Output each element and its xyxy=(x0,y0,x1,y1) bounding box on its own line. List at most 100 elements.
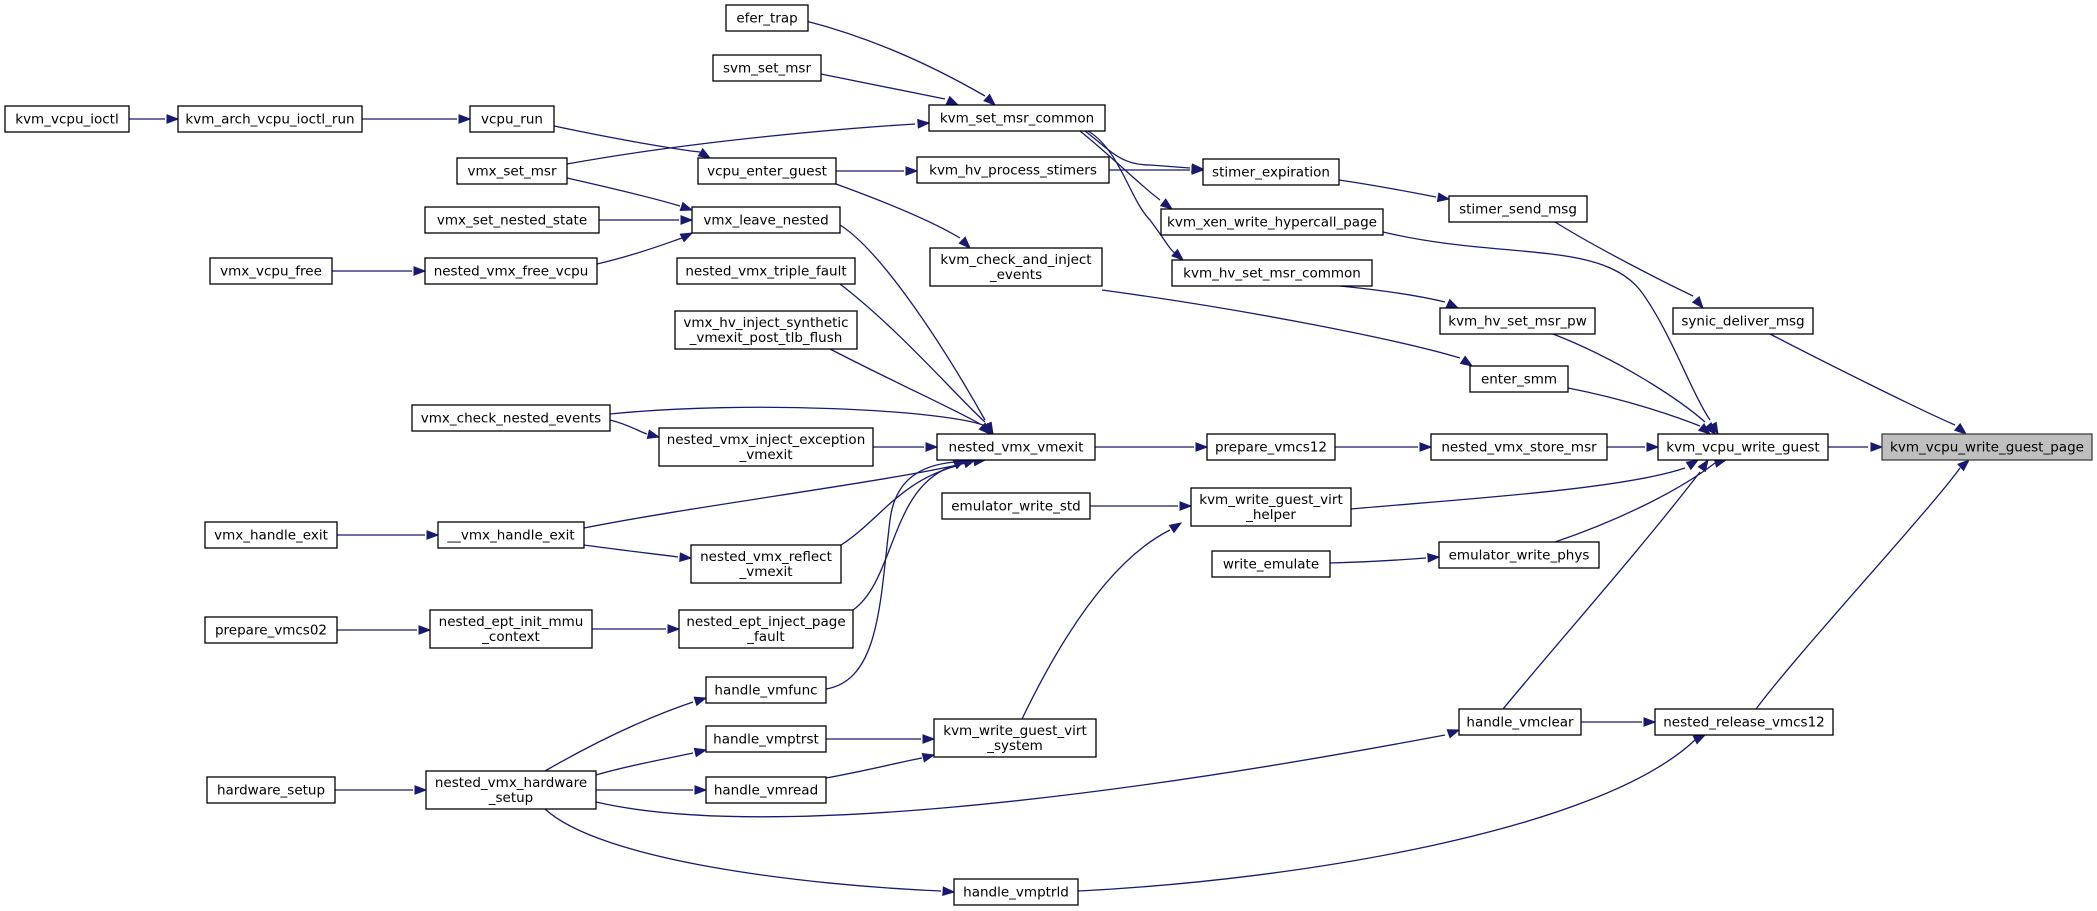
node-kvm_hv_set_msr_pw[interactable]: kvm_hv_set_msr_pw xyxy=(1439,307,1596,335)
node-emulator_write_phys[interactable]: emulator_write_phys xyxy=(1438,541,1600,569)
node-handle_vmptrld[interactable]: handle_vmptrld xyxy=(953,878,1079,906)
node-label: kvm_arch_vcpu_ioctl_run xyxy=(185,112,354,128)
node-__vmx_handle_exit[interactable]: __vmx_handle_exit xyxy=(437,521,585,549)
node-label: nested_vmx_store_msr xyxy=(1441,440,1597,456)
node-nested_vmx_inject_exception_vmexit[interactable]: nested_vmx_inject_exception_vmexit xyxy=(658,427,874,467)
node-write_emulate[interactable]: write_emulate xyxy=(1211,550,1331,578)
edge-line xyxy=(595,752,694,776)
edge-line xyxy=(1079,130,1161,201)
arrowhead-icon xyxy=(917,118,931,129)
node-box xyxy=(691,206,841,234)
node-box xyxy=(725,4,809,32)
arrowhead-icon xyxy=(942,886,956,897)
node-handle_vmptrst[interactable]: handle_vmptrst xyxy=(705,725,827,753)
node-vmx_handle_exit[interactable]: vmx_handle_exit xyxy=(204,521,338,549)
node-hardware_setup[interactable]: hardware_setup xyxy=(206,776,336,804)
node-prepare_vmcs02[interactable]: prepare_vmcs02 xyxy=(204,616,338,644)
node-label: stimer_expiration xyxy=(1212,165,1330,181)
node-stimer_send_msg[interactable]: stimer_send_msg xyxy=(1448,195,1588,223)
node-box xyxy=(1654,708,1834,736)
node-kvm_write_guest_virt_system[interactable]: kvm_write_guest_virt_system xyxy=(933,718,1097,758)
node-kvm_vcpu_write_guest_page[interactable]: kvm_vcpu_write_guest_page xyxy=(1881,433,2093,461)
node-vmx_check_nested_events[interactable]: vmx_check_nested_events xyxy=(411,404,611,432)
edge-line xyxy=(829,348,981,425)
node-kvm_hv_set_msr_common[interactable]: kvm_hv_set_msr_common xyxy=(1171,259,1373,287)
edge-nested_vmx_hardware_setup-to-handle_vmptrld xyxy=(544,808,956,897)
node-stimer_expiration[interactable]: stimer_expiration xyxy=(1202,158,1340,186)
node-label: nested_ept_init_mmu xyxy=(439,614,584,630)
edge-kvm_set_msr_common-to-kvm_hv_set_msr_common xyxy=(1087,130,1185,261)
node-efer_trap[interactable]: efer_trap xyxy=(725,4,809,32)
node-handle_vmfunc[interactable]: handle_vmfunc xyxy=(705,676,827,704)
node-nested_vmx_free_vcpu[interactable]: nested_vmx_free_vcpu xyxy=(424,257,598,285)
edge-line xyxy=(820,73,946,100)
edge-line xyxy=(1338,179,1437,198)
node-nested_ept_init_mmu_context[interactable]: nested_ept_init_mmu_context xyxy=(429,609,593,649)
edge-stimer_expiration-to-stimer_send_msg xyxy=(1338,179,1451,203)
edge-vcpu_enter_guest-to-kvm_hv_process_stimers xyxy=(836,166,919,176)
node-nested_vmx_vmexit[interactable]: nested_vmx_vmexit xyxy=(936,433,1096,461)
edge-kvm_hv_set_msr_common-to-kvm_hv_set_msr_pw xyxy=(1339,285,1460,309)
node-box xyxy=(658,427,874,467)
edge-line xyxy=(553,125,701,153)
edge-kvm_vcpu_ioctl-to-kvm_arch_vcpu_ioctl_run xyxy=(129,114,180,124)
arrowhead-icon xyxy=(922,734,936,744)
arrowhead-icon xyxy=(1685,459,1700,471)
arrowhead-icon xyxy=(1870,442,1884,452)
node-label: kvm_vcpu_write_guest xyxy=(1666,440,1819,456)
edge-line xyxy=(566,123,916,165)
node-nested_release_vmcs12[interactable]: nested_release_vmcs12 xyxy=(1654,708,1834,736)
node-kvm_hv_process_stimers[interactable]: kvm_hv_process_stimers xyxy=(916,156,1110,184)
node-vmx_hv_inject_synthetic[interactable]: vmx_hv_inject_synthetic_vmexit_post_tlb_… xyxy=(674,310,858,350)
node-kvm_xen_write_hypercall_page[interactable]: kvm_xen_write_hypercall_page xyxy=(1160,208,1384,236)
node-vmx_vcpu_free[interactable]: vmx_vcpu_free xyxy=(209,257,333,285)
node-nested_ept_inject_page_fault[interactable]: nested_ept_inject_page_fault xyxy=(678,609,854,649)
node-prepare_vmcs12[interactable]: prepare_vmcs12 xyxy=(1206,433,1336,461)
node-label: kvm_check_and_inject xyxy=(940,252,1091,268)
node-label: handle_vmfunc xyxy=(714,683,817,699)
node-box xyxy=(933,718,1097,758)
node-enter_smm[interactable]: enter_smm xyxy=(1469,365,1569,393)
edge-line xyxy=(1021,529,1171,720)
node-nested_vmx_hardware_setup[interactable]: nested_vmx_hardware_setup xyxy=(425,770,597,810)
node-kvm_arch_vcpu_ioctl_run[interactable]: kvm_arch_vcpu_ioctl_run xyxy=(177,105,363,133)
node-kvm_check_and_inject_events[interactable]: kvm_check_and_inject_events xyxy=(929,247,1103,287)
node-label: prepare_vmcs02 xyxy=(215,623,327,639)
edge-line xyxy=(544,808,942,892)
node-vmx_set_msr[interactable]: vmx_set_msr xyxy=(456,157,568,185)
node-nested_vmx_triple_fault[interactable]: nested_vmx_triple_fault xyxy=(676,257,856,285)
node-label: write_emulate xyxy=(1223,557,1319,573)
node-handle_vmclear[interactable]: handle_vmclear xyxy=(1458,708,1582,736)
edge-line xyxy=(835,183,961,239)
node-vcpu_enter_guest[interactable]: vcpu_enter_guest xyxy=(697,157,837,185)
node-kvm_write_guest_virt_helper[interactable]: kvm_write_guest_virt_helper xyxy=(1190,487,1352,527)
node-vcpu_run[interactable]: vcpu_run xyxy=(469,105,555,133)
node-handle_vmread[interactable]: handle_vmread xyxy=(705,776,827,804)
node-synic_deliver_msg[interactable]: synic_deliver_msg xyxy=(1672,307,1814,335)
node-svm_set_msr[interactable]: svm_set_msr xyxy=(712,54,822,82)
node-vmx_leave_nested[interactable]: vmx_leave_nested xyxy=(691,206,841,234)
node-box xyxy=(425,770,597,810)
node-label: kvm_vcpu_ioctl xyxy=(15,112,118,128)
node-box xyxy=(411,404,611,432)
arrowhead-icon xyxy=(1159,198,1174,210)
node-box xyxy=(705,776,827,804)
node-nested_vmx_reflect_vmexit[interactable]: nested_vmx_reflect_vmexit xyxy=(690,544,842,584)
node-box xyxy=(690,544,842,584)
node-box xyxy=(1657,433,1829,461)
node-kvm_set_msr_common[interactable]: kvm_set_msr_common xyxy=(928,104,1106,132)
arrowhead-icon xyxy=(1419,442,1433,452)
node-kvm_vcpu_write_guest[interactable]: kvm_vcpu_write_guest xyxy=(1657,433,1829,461)
arrowhead-icon xyxy=(921,753,936,763)
node-label: efer_trap xyxy=(736,11,797,27)
node-vmx_set_nested_state[interactable]: vmx_set_nested_state xyxy=(424,206,600,234)
edge-kvm_write_guest_virt_helper-to-kvm_vcpu_write_guest xyxy=(1350,459,1700,510)
edge-nested_vmx_vmexit-to-prepare_vmcs12 xyxy=(1095,442,1209,452)
node-nested_vmx_store_msr[interactable]: nested_vmx_store_msr xyxy=(1430,433,1608,461)
node-label: kvm_hv_set_msr_common xyxy=(1183,266,1361,282)
arrowhead-icon xyxy=(1692,734,1707,745)
arrowhead-icon xyxy=(1179,501,1193,511)
node-kvm_vcpu_ioctl[interactable]: kvm_vcpu_ioctl xyxy=(4,105,130,133)
node-emulator_write_std[interactable]: emulator_write_std xyxy=(941,492,1091,520)
edge-svm_set_msr-to-kvm_set_msr_common xyxy=(820,73,960,106)
